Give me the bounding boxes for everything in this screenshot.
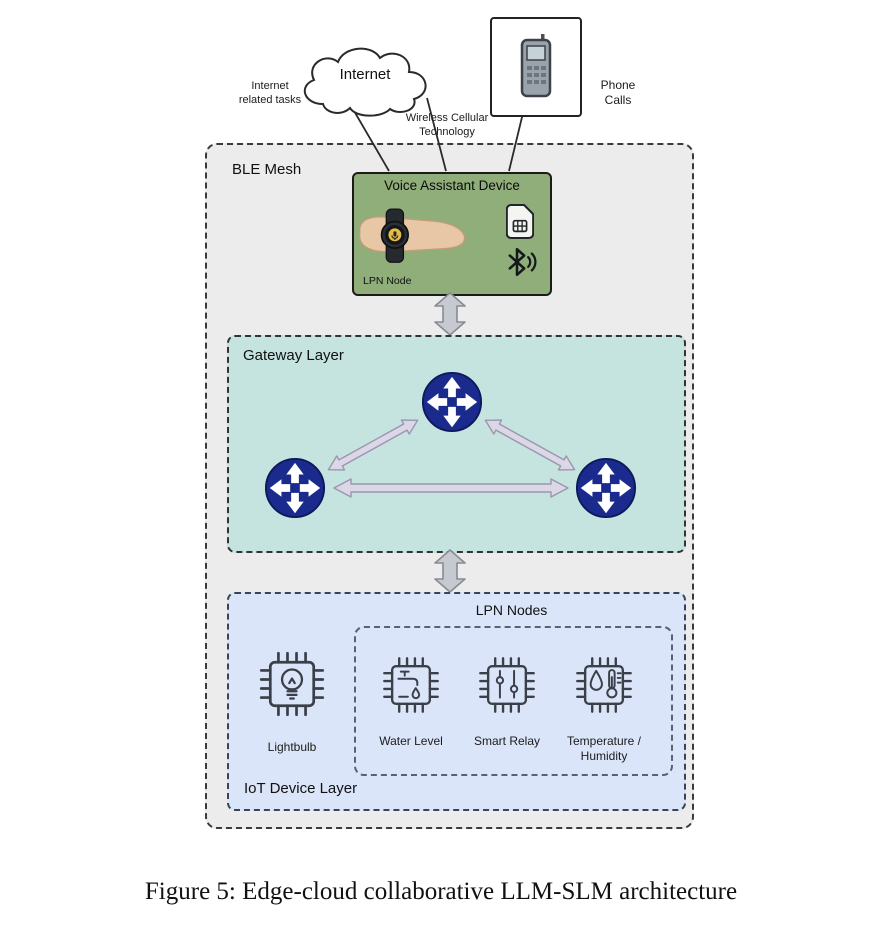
iot-device-layer-label: IoT Device Layer xyxy=(244,780,358,797)
internet-cloud: Internet xyxy=(290,40,440,120)
device-label-water-level: Water Level xyxy=(379,734,443,748)
phone-box xyxy=(490,17,582,117)
cellphone-icon xyxy=(520,34,552,98)
ble-mesh-label: BLE Mesh xyxy=(232,161,302,178)
device-label-smart-relay: Smart Relay xyxy=(473,734,541,748)
wireless-label: Wireless Cellular Technology xyxy=(405,112,489,138)
gateway-layer: Gateway Layer xyxy=(227,335,686,553)
phone-calls-label: Phone Calls xyxy=(600,78,636,107)
device-label-temperature-humidity: Temperature / Humidity xyxy=(566,734,642,763)
lpn-nodes-group xyxy=(354,626,673,776)
iot-device-layer: LPN Nodes Lightbulb Water Level xyxy=(227,592,686,811)
double-arrow-icon xyxy=(434,549,466,593)
double-arrow-icon xyxy=(434,292,466,336)
gateway-layer-label: Gateway Layer xyxy=(243,347,344,364)
internet-label: Internet xyxy=(339,66,391,83)
figure-caption: Figure 5: Edge-cloud collaborative LLM-S… xyxy=(144,878,738,905)
internet-tasks-label: Internet related tasks xyxy=(238,80,302,106)
water-level-chip-icon xyxy=(383,657,439,713)
router-icon xyxy=(264,457,326,519)
bluetooth-icon xyxy=(508,247,537,277)
lpn-nodes-label: LPN Nodes xyxy=(475,602,548,618)
sim-card-icon xyxy=(506,204,534,239)
lpn-node-label: LPN Node xyxy=(363,275,412,287)
double-arrow-icon xyxy=(327,419,419,471)
smart-relay-chip-icon xyxy=(479,657,535,713)
temperature-humidity-chip-icon xyxy=(576,657,632,713)
double-arrow-icon xyxy=(333,478,569,498)
lightbulb-chip-icon xyxy=(259,651,325,717)
ble-mesh-container: BLE Mesh Voice Assistant Device LPN Node xyxy=(205,143,694,829)
double-arrow-icon xyxy=(484,419,576,471)
smartwatch-arm-icon xyxy=(359,208,466,263)
voice-assistant-title: Voice Assistant Device xyxy=(384,178,520,193)
router-icon xyxy=(575,457,637,519)
router-icon xyxy=(421,371,483,433)
voice-assistant-device: Voice Assistant Device LPN Node xyxy=(352,172,552,296)
device-label-lightbulb: Lightbulb xyxy=(267,740,317,754)
